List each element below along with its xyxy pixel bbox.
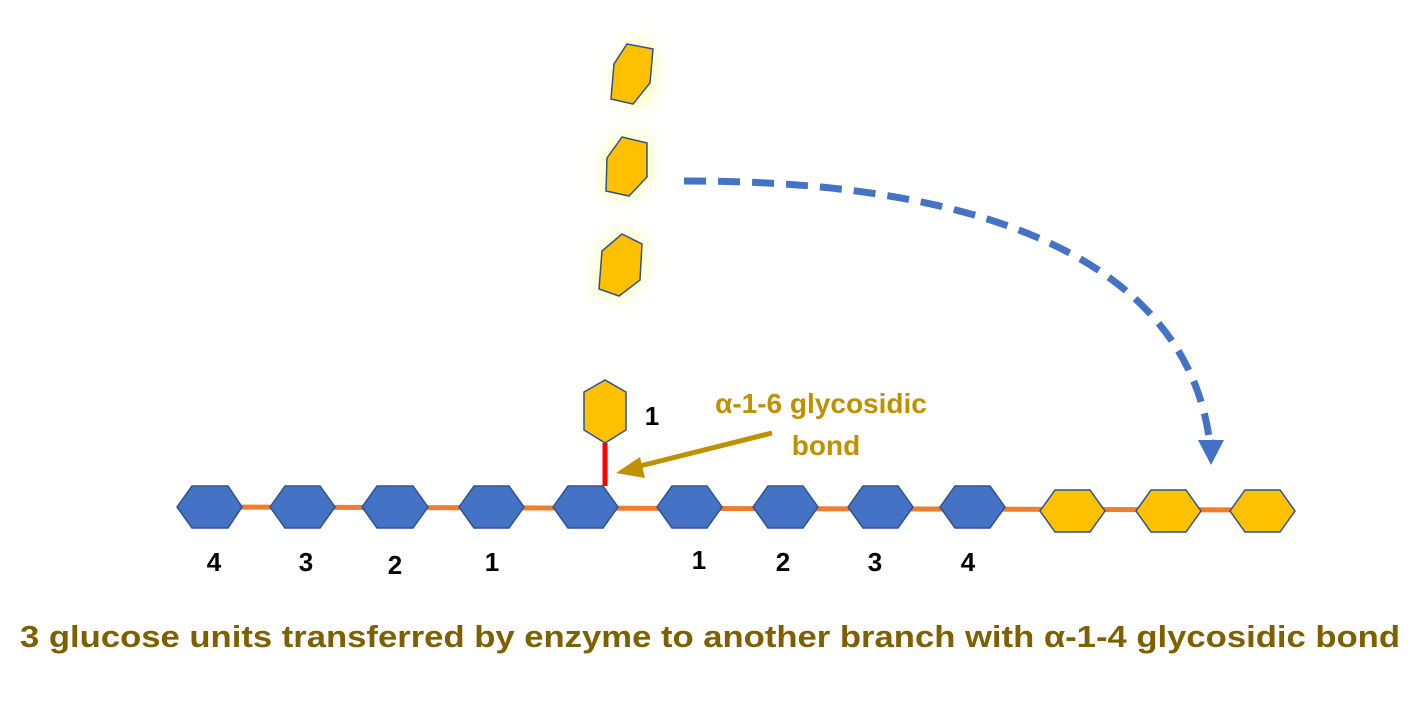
right-number: 4 xyxy=(961,547,976,577)
bond-pointer-arrow xyxy=(635,430,773,470)
transfer-arrow-head xyxy=(1198,440,1224,465)
right-number: 1 xyxy=(692,545,706,575)
chain-glucose-4 xyxy=(458,485,525,529)
chain-glucose-3 xyxy=(361,485,429,529)
chain-glucose-1 xyxy=(176,485,243,529)
chain-glucose-9 xyxy=(939,485,1006,529)
main-chain xyxy=(176,485,1296,533)
chain-glucose-2 xyxy=(269,485,336,529)
chain-glucose-5-branch-point xyxy=(552,485,619,529)
right-number: 3 xyxy=(868,547,882,577)
transferred-glucose-2 xyxy=(1135,489,1202,533)
glucose-hexagon-icon xyxy=(605,136,648,197)
chain-glucose-8 xyxy=(847,485,914,529)
transferred-glucose-1 xyxy=(1039,489,1106,533)
left-number: 3 xyxy=(299,547,313,577)
left-number: 4 xyxy=(207,547,222,577)
branch-glucose-number: 1 xyxy=(645,401,659,431)
transferred-glucose-3 xyxy=(1229,489,1296,533)
floating-glucose-units xyxy=(598,43,655,298)
glucose-hexagon-icon xyxy=(610,43,654,105)
bond-label-line2: bond xyxy=(792,430,860,461)
left-number: 2 xyxy=(388,550,402,580)
left-branch-numbers: 4 3 2 1 xyxy=(207,547,499,580)
right-number: 2 xyxy=(776,547,790,577)
right-branch-numbers: 1 2 3 4 xyxy=(692,545,976,577)
branch-glucose xyxy=(583,379,627,444)
floating-glucose-3 xyxy=(598,233,643,298)
bond-pointer-arrowhead xyxy=(616,457,645,478)
glucose-hexagon-icon xyxy=(598,233,643,297)
chain-glucose-6 xyxy=(656,485,723,529)
bond-label-line1: α-1-6 glycosidic xyxy=(715,388,927,419)
left-number: 1 xyxy=(485,547,499,577)
floating-glucose-2 xyxy=(603,136,648,198)
floating-glucose-1 xyxy=(610,43,655,105)
caption: 3 glucose units transferred by enzyme to… xyxy=(20,619,1400,654)
transfer-arrow xyxy=(683,177,1215,450)
chain-glucose-7 xyxy=(752,485,819,529)
